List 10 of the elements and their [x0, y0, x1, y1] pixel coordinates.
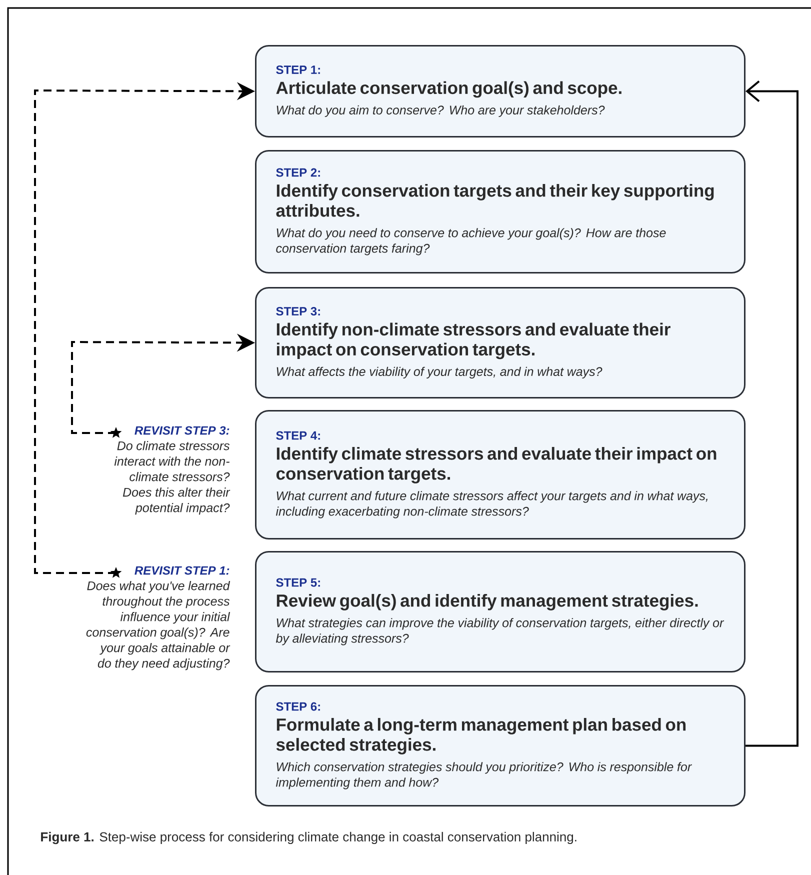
- revisit-note: REVISIT STEP 1: Does what you've learned throughout the process influence your initial conservation goal(s)? Are your goals attainable or do they need adjusting?: [86, 566, 230, 670]
- step-box: STEP 3: Identify non-climate stressors and evaluate their impact on conservation targets. What affects the viability of your targets, and in what ways?: [255, 287, 746, 398]
- step-box: STEP 2: Identify conservation targets and their key supporting attributes. What do you need to conserve to achieve your goal(s)? How are those conservation targets faring?: [255, 150, 746, 274]
- revisit-note: REVISIT STEP 3: Do climate stressors interact with the non-climate stressors? Does this alter their potential impact?: [114, 426, 230, 515]
- step-box: STEP 4: Identify climate stressors and evaluate their impact on conservation targets. What current and future climate stressors affect your targets and in what ways, including exacerbating non-climate stressors?: [255, 410, 746, 540]
- step-box: STEP 1: Articulate conservation goal(s) and scope. What do you aim to conserve? Who are your stakeholders?: [255, 45, 746, 138]
- step-box: STEP 6: Formulate a long-term management plan based on selected strategies. Which conservation strategies should you prioritize? Who is responsible for implementing them and how?: [255, 685, 746, 806]
- step-box: STEP 5: Review goal(s) and identify management strategies. What strategies can improve the viability of conservation targets, either directly or by alleviating stressors?: [255, 551, 746, 672]
- caption: Figure 1. Step-wise process for considering climate change in coastal conservation planning.: [41, 832, 576, 844]
- arrow: [746, 80, 798, 747]
